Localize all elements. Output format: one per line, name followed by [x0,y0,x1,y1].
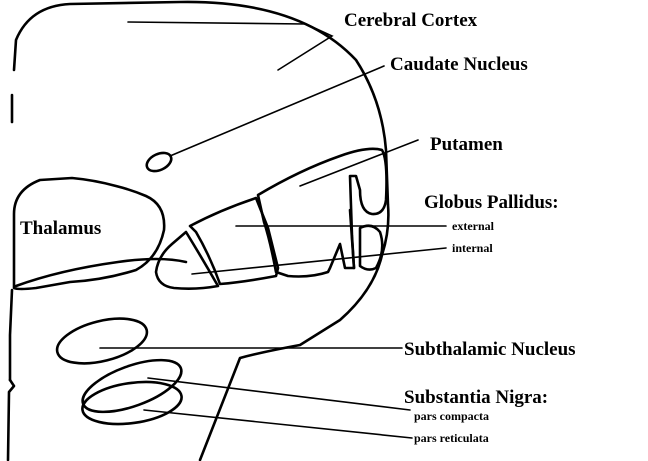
leader-pars-compacta [148,378,410,410]
leader-putamen [300,140,418,186]
left-edge-line-lower [10,290,12,380]
caudate-nucleus-shape [144,149,174,174]
label-gp-internal: internal [452,241,493,255]
label-caudate-nucleus: Caudate Nucleus [390,54,528,75]
label-cerebral-cortex: Cerebral Cortex [344,10,478,31]
label-pars-reticulata: pars reticulata [414,431,489,445]
label-gp-external: external [452,219,495,233]
leader-gp-internal [192,248,446,274]
capsule-right-shape [360,226,382,270]
label-pars-compacta: pars compacta [414,409,489,423]
label-globus-pallidus: Globus Pallidus: [424,192,559,213]
label-thalamus: Thalamus [20,218,101,239]
label-putamen: Putamen [430,134,503,155]
left-edge-line-bottom [8,380,14,460]
label-subthalamic-nucleus: Subthalamic Nucleus [404,339,576,360]
globus-pallidus-external-shape [190,198,278,284]
leader-cerebral-cortex [128,22,332,70]
leader-caudate [170,66,384,156]
leader-pars-reticulata [144,410,412,438]
label-substantia-nigra: Substantia Nigra: [404,387,548,408]
putamen-shape [258,149,387,277]
